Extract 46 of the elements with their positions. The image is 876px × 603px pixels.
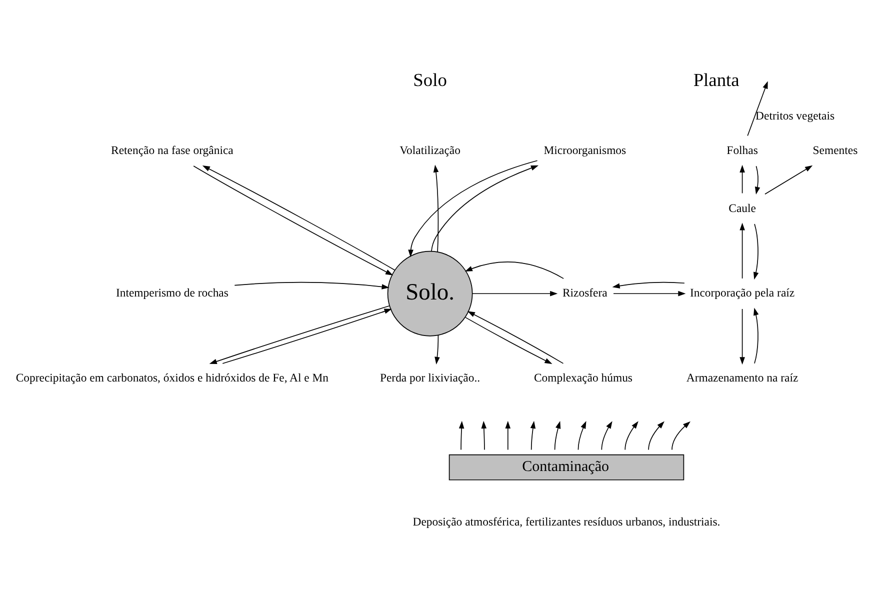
node-text: Caule [728,201,756,214]
arrow [234,281,390,289]
arrow [431,164,539,252]
node-text: Microorganismos [544,143,626,156]
arrow [433,164,439,252]
arrow [467,310,564,364]
arrow [505,420,511,450]
node-text: Sementes [812,143,858,156]
node-text: Intemperismo de rochas [116,286,228,300]
arrow [472,290,558,296]
arrow [458,420,464,450]
arrow [408,160,538,257]
arrow [624,420,638,450]
arrow [764,164,813,194]
node-label: Deposição atmosférica, fertilizantes resíduos urbanos, industriais. [412,515,720,528]
arrow [740,308,745,364]
node-text: Complexação húmus [534,371,632,384]
arrow [481,420,487,450]
arrow [601,420,612,450]
arrow [464,261,564,278]
arrow [554,420,561,450]
node-text: Incorporação pela raíz [690,286,795,300]
node-text: Rizosfera [562,286,608,300]
arrow [747,80,768,136]
arrow [578,420,586,450]
arrow [740,164,745,194]
label: Planta [693,70,740,90]
node-text: Volatilização [400,143,460,156]
arrow [465,316,552,364]
label: Solo [413,70,447,90]
arrow [740,222,745,278]
arrow [612,281,685,288]
edge-label: Detritos vegetais [756,108,835,122]
arrow [753,223,759,280]
node-text: Armazenamento na raíz [686,371,798,384]
arrow [613,290,686,296]
arrow [754,165,760,194]
node-text: Folhas [726,143,758,156]
arrow [672,420,690,450]
arrow [530,420,536,450]
arrow [754,307,759,364]
node-text: Retenção na fase orgânica [111,143,234,156]
node-text: Coprecipitação em carbonatos, óxidos e hidróxidos de Fe, Al e Mn [16,371,329,384]
arrow [648,420,664,450]
node-text: Perda por lixiviação.. [380,371,480,384]
arrow [434,334,440,364]
